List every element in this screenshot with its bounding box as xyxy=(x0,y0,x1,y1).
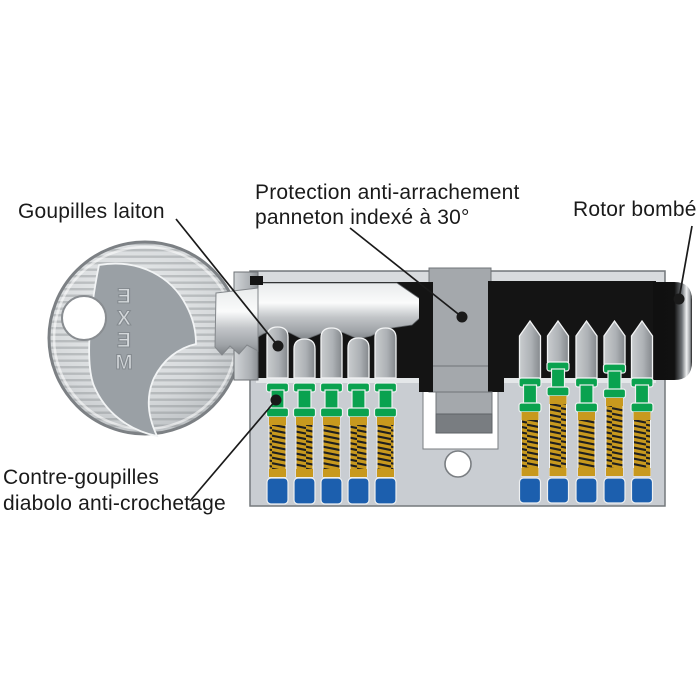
brass-pin xyxy=(374,327,397,379)
brass-pin xyxy=(293,338,316,379)
block-flange-right xyxy=(488,281,504,392)
spring xyxy=(268,416,287,478)
block-flange-left xyxy=(419,282,433,392)
diabolo-counter-pin xyxy=(319,382,344,418)
follower-pin xyxy=(630,477,654,504)
pin-stack xyxy=(602,319,627,504)
pin-stack xyxy=(346,337,371,505)
label-text: diabolo anti-crochetage xyxy=(3,492,226,515)
pin-stack xyxy=(265,326,290,505)
diabolo-counter-pin xyxy=(518,377,542,413)
follower-pin xyxy=(575,477,598,504)
pin-stack xyxy=(373,327,398,505)
domed-rotor-end xyxy=(653,282,692,380)
follower-pin xyxy=(293,477,316,505)
label-rotor-bombe: Rotor bombé xyxy=(573,197,697,222)
spring xyxy=(577,411,596,477)
diabolo-counter-pin xyxy=(574,377,599,413)
label-protection-anti-arrachement: Protection anti-arrachement panneton ind… xyxy=(255,180,520,230)
key-ring-hole xyxy=(61,295,107,341)
protection-block xyxy=(428,267,492,393)
label-text: Goupilles laiton xyxy=(18,200,165,223)
left-pin-stacks xyxy=(265,326,398,505)
pin-stack xyxy=(319,327,344,505)
follower-pin xyxy=(374,477,397,505)
leader-line xyxy=(175,218,284,352)
label-text: Protection anti-arrachement xyxy=(255,181,520,204)
label-text: Contre-goupilles xyxy=(3,466,160,489)
follower-pin xyxy=(518,477,542,504)
pin-stack xyxy=(574,319,599,504)
pin-stack xyxy=(292,338,317,505)
follower-pin xyxy=(347,477,370,505)
leader-lines xyxy=(175,218,693,502)
brass-pin xyxy=(347,337,370,379)
diabolo-counter-pin xyxy=(546,361,570,397)
key-shoulder xyxy=(214,287,259,356)
follower-pin xyxy=(320,477,343,505)
follower-pin xyxy=(266,477,289,505)
diabolo-counter-pin xyxy=(373,382,398,418)
pin-stack xyxy=(518,319,542,504)
key-logo-swoosh xyxy=(88,262,197,438)
diabolo-counter-pin xyxy=(630,377,654,413)
screw-hole xyxy=(444,450,472,478)
spring xyxy=(349,416,368,478)
pin-stack xyxy=(546,319,570,504)
spring xyxy=(549,395,567,477)
follower-pin xyxy=(546,477,570,504)
leader-line xyxy=(189,394,282,502)
brass-pin xyxy=(320,327,343,379)
right-pin-stacks xyxy=(518,319,654,504)
pin-stack xyxy=(630,319,654,504)
spring xyxy=(521,411,539,477)
label-text: Rotor bombé xyxy=(573,198,697,221)
label-text: panneton indexé à 30° xyxy=(255,206,470,229)
spring xyxy=(295,416,314,478)
key xyxy=(47,240,243,438)
left-shear-line xyxy=(256,378,434,383)
spring xyxy=(322,416,341,478)
spring xyxy=(633,411,651,477)
spring xyxy=(605,397,624,477)
leader-line xyxy=(673,225,693,305)
spring xyxy=(376,416,395,478)
follower-pin xyxy=(603,477,626,504)
brass-pin xyxy=(266,326,289,379)
label-contre-goupilles: Contre-goupilles diabolo anti-crochetage xyxy=(3,465,226,517)
diabolo-counter-pin xyxy=(292,382,317,418)
label-goupilles-laiton: Goupilles laiton xyxy=(18,199,165,224)
cam-tongue-upper xyxy=(435,391,493,415)
leader-line xyxy=(349,227,468,323)
anti-pull-protection-block xyxy=(419,267,504,434)
housing-notch xyxy=(250,276,263,285)
cam-tongue-lower xyxy=(435,413,493,434)
